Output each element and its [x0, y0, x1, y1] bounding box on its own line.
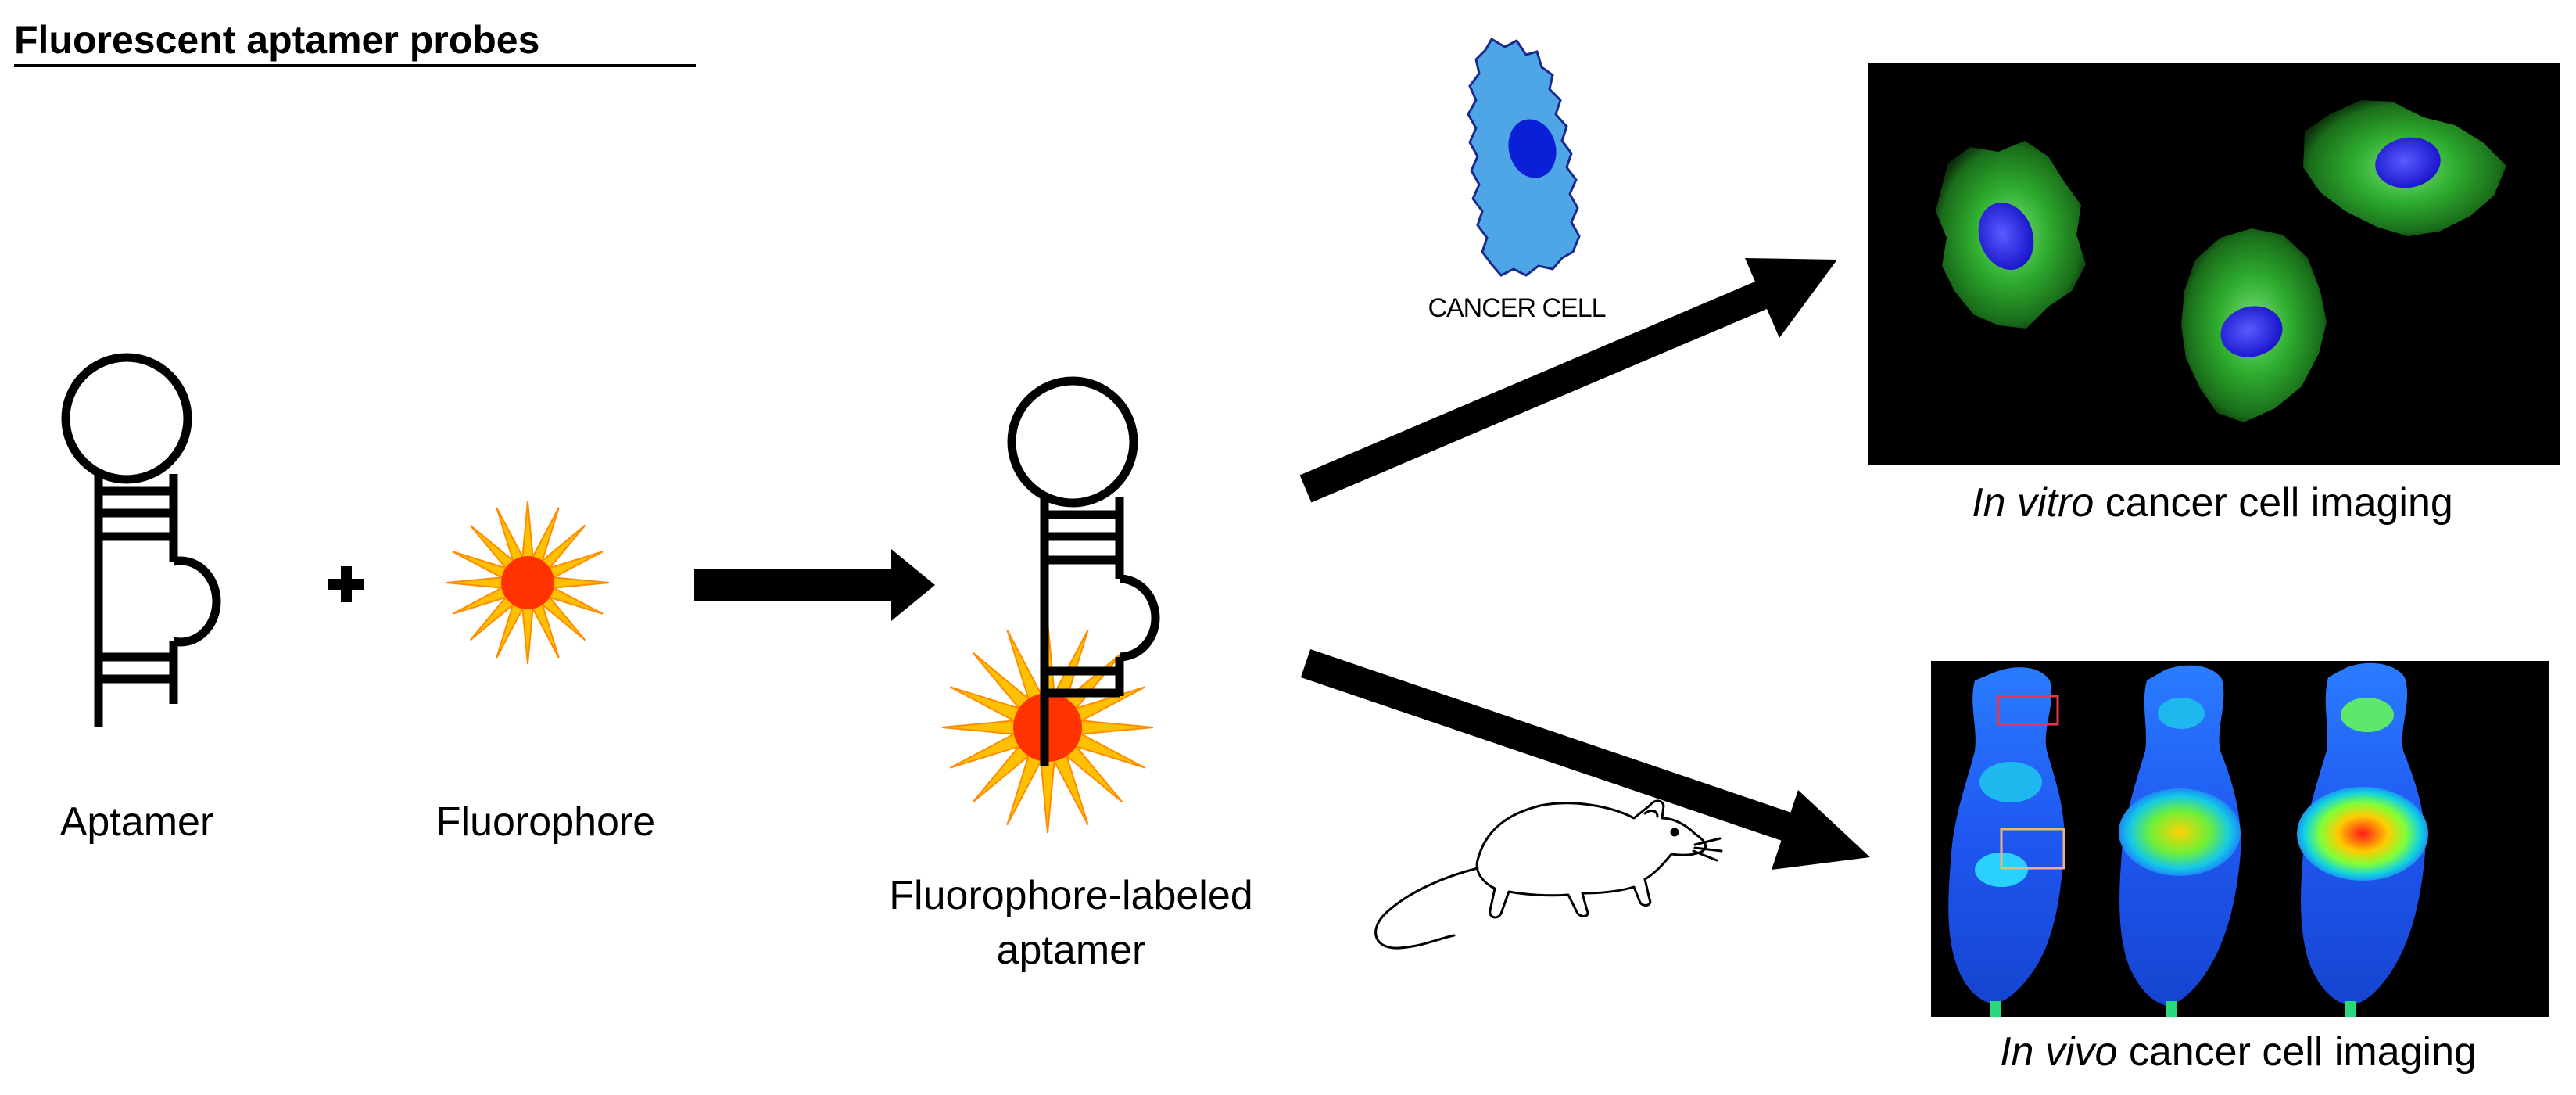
- cancer-cell-icon: [1467, 37, 1581, 277]
- labeled-aptamer-label-line1: Fluorophore-labeled: [889, 873, 1252, 918]
- in-vitro-caption-rest: cancer cell imaging: [2094, 480, 2453, 526]
- labeled-aptamer-label-line2: aptamer: [997, 928, 1146, 973]
- figure-title: Fluorescent aptamer probes: [14, 18, 539, 62]
- star-core: [501, 556, 554, 609]
- fluorophore-label: Fluorophore: [436, 799, 655, 845]
- roi-box: [1997, 695, 2059, 726]
- aptamer-label: Aptamer: [60, 799, 214, 845]
- in-vitro-caption-italic: In vitro: [1972, 480, 2094, 526]
- fluorophore-star-icon: [446, 501, 610, 665]
- cancer-cell-label: CANCER CELL: [1428, 293, 1605, 323]
- in-vivo-imaging-image: [1931, 661, 2549, 1017]
- mouse-icon: [1374, 799, 1723, 950]
- roi-box: [2000, 828, 2065, 870]
- arrow-icon: [1299, 258, 1837, 503]
- in-vivo-caption: In vivo cancer cell imaging: [2000, 1029, 2477, 1075]
- fluorophore-labeled-aptamer-icon: [941, 376, 1160, 834]
- in-vivo-caption-italic: In vivo: [2000, 1029, 2117, 1075]
- arrow-icon: [694, 549, 935, 621]
- plus-sign: [328, 566, 364, 602]
- arrow-icon: [1300, 649, 1870, 870]
- in-vitro-microscopy-image: [1868, 63, 2560, 465]
- in-vitro-caption: In vitro cancer cell imaging: [1972, 480, 2453, 526]
- aptamer-hairpin-icon: [61, 353, 221, 727]
- in-vivo-caption-rest: cancer cell imaging: [2117, 1029, 2477, 1075]
